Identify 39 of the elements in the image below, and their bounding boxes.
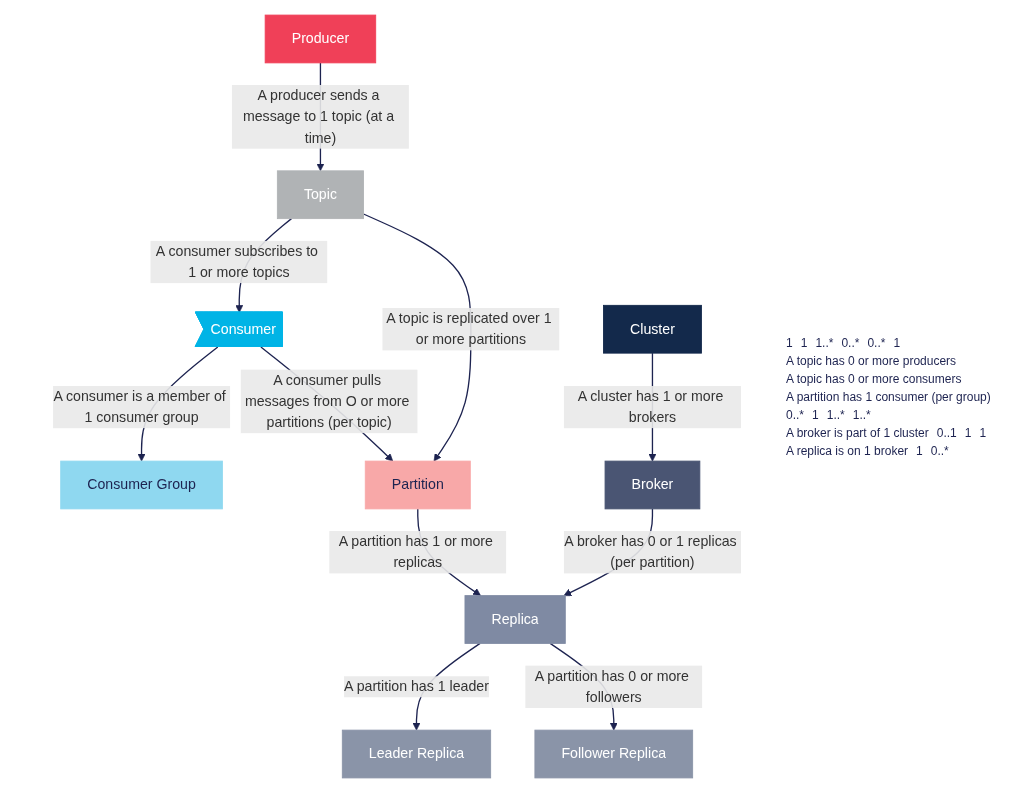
- node-box: Follower Replica: [534, 729, 694, 779]
- node-box: Leader Replica: [341, 729, 492, 779]
- annotation-text: 1..*: [852, 407, 871, 422]
- node-box: Consumer Group: [60, 460, 223, 510]
- annotation-text: 0..1: [936, 425, 957, 440]
- annotation-text: 0..*: [930, 443, 949, 458]
- annotation-text: A broker is part of 1 cluster: [786, 425, 929, 440]
- annotation-text: 0..*: [786, 407, 804, 422]
- node-box: Broker: [604, 460, 701, 510]
- annotation-text: 1: [800, 335, 808, 350]
- edge-label: A partition has 1 or more replicas: [338, 533, 493, 570]
- edge-label: A consumer subscribes to 1 or more topics: [155, 243, 318, 280]
- annotation-text: 0..*: [867, 335, 886, 350]
- annotation-text: 1..*: [815, 335, 834, 350]
- edge-label: A partition has 0 or more followers: [534, 668, 689, 705]
- edge-label: A cluster has 1 or more brokers: [577, 388, 724, 425]
- annotation-text: 1: [979, 425, 987, 440]
- edge-label: A topic is replicated over 1 or more partitions: [386, 310, 552, 347]
- edge-label: A broker has 0 or 1 replicas (per partition): [564, 533, 737, 570]
- node-box: Replica: [464, 595, 566, 644]
- annotation-text: 1: [893, 335, 901, 350]
- annotation-text: 1: [916, 443, 923, 458]
- annotation-text: 1: [812, 407, 819, 422]
- node-box: Cluster: [603, 304, 702, 354]
- edge-label: A consumer pulls messages from O or more partitions (per topic): [244, 372, 410, 430]
- annotation-text: 1..*: [826, 407, 845, 422]
- annotation-text: 1: [786, 335, 793, 350]
- annotation-text: A partition has 1 consumer (per group): [786, 389, 991, 404]
- node-box: Partition: [364, 460, 471, 510]
- annotation-text: A topic has 0 or more consumers: [786, 371, 962, 386]
- edge-label: A consumer is a member of 1 consumer group: [53, 388, 226, 425]
- edge-label: A partition has 1 leader: [344, 678, 489, 694]
- node-box: Topic: [276, 170, 364, 220]
- annotation-text: A replica is on 1 broker: [786, 443, 909, 458]
- annotation-text: 1: [964, 425, 972, 440]
- annotation-text: 0..*: [841, 335, 860, 350]
- node-box: Producer: [264, 14, 377, 64]
- edge-label: A producer sends a message to 1 topic (at a time): [242, 87, 395, 146]
- annotation-text: A topic has 0 or more producers: [786, 353, 957, 368]
